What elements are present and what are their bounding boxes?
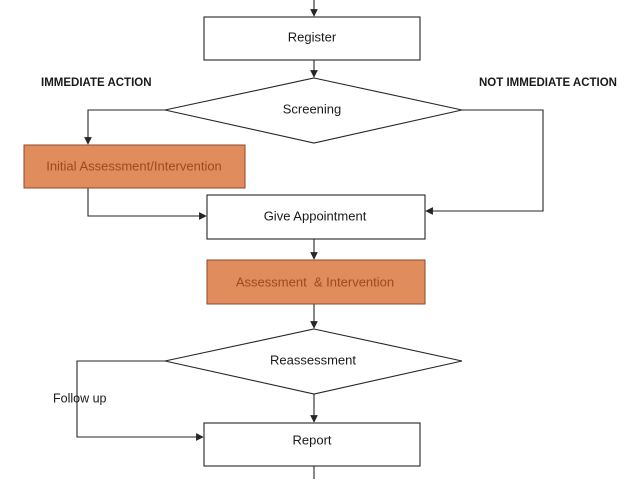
initial-assessment-node: Initial Assessment/Intervention	[23, 144, 246, 189]
give-appointment-label: Give Appointment	[264, 208, 367, 223]
report-label: Report	[292, 432, 331, 447]
connector-follow-up-loop	[76, 360, 204, 441]
give-appointment-node: Give Appointment	[206, 194, 426, 240]
connector-screening-to-initial	[84, 109, 165, 145]
assessment-intervention-label: Assessment & Intervention	[236, 274, 394, 289]
register-node: Register	[203, 16, 421, 61]
initial-assessment-label: Initial Assessment/Intervention	[46, 158, 222, 173]
follow-up-label: Follow up	[53, 391, 107, 405]
screening-label: Screening	[283, 101, 342, 116]
report-node: Report	[203, 422, 421, 467]
register-label: Register	[288, 29, 337, 44]
not-immediate-action-label: NOT IMMEDIATE ACTION	[479, 77, 617, 89]
connector-initial-to-appointment	[87, 188, 207, 220]
reassessment-decision: Reassessment	[164, 328, 463, 395]
connector-screening-to-appointment	[425, 109, 544, 215]
immediate-action-label: IMMEDIATE ACTION	[41, 77, 152, 89]
screening-decision: Screening	[164, 77, 463, 144]
reassessment-label: Reassessment	[270, 352, 356, 367]
assessment-intervention-node: Assessment & Intervention	[206, 259, 426, 305]
